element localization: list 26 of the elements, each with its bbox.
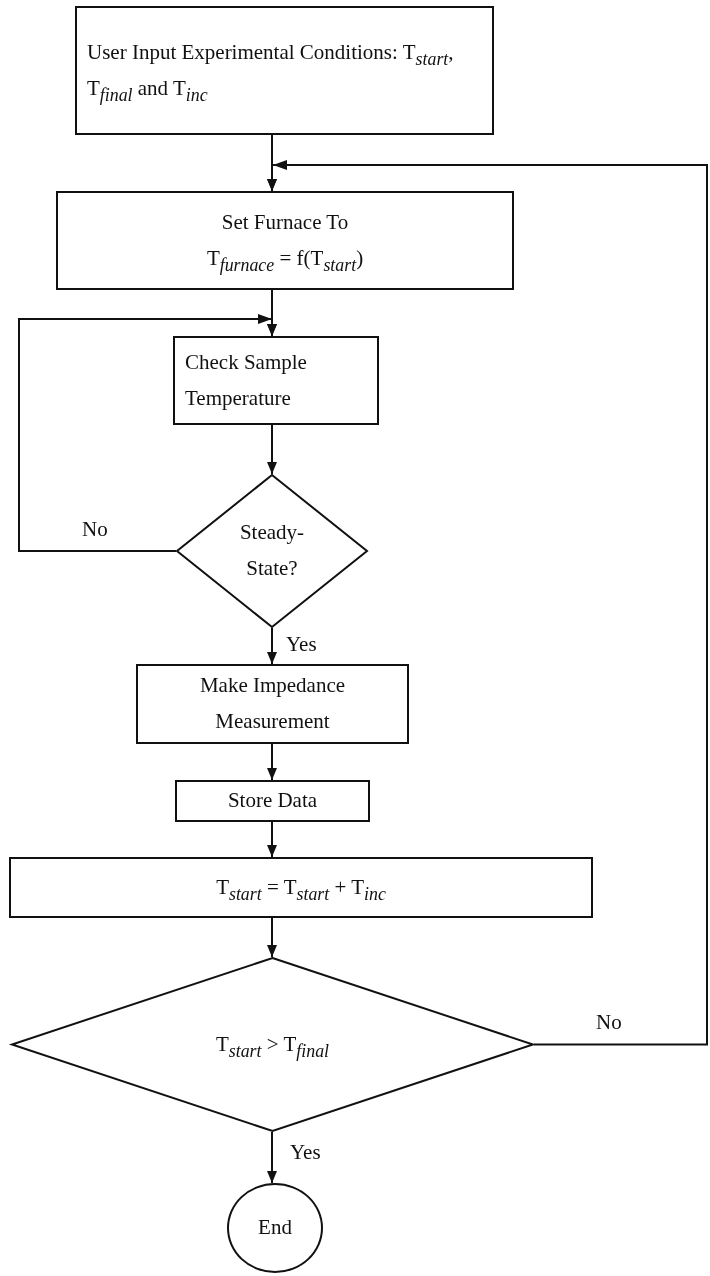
node-text: T$_{start}$ = T$_{start}$ + T$_{inc}$ <box>216 873 386 906</box>
arrow <box>267 424 277 475</box>
process-box <box>75 6 494 135</box>
node-text: Check Sample Temperature <box>185 348 308 412</box>
process-box <box>136 664 409 744</box>
node-text: Steady-State? <box>238 519 306 582</box>
node-text: Store Data <box>227 787 318 815</box>
arrow <box>18 314 277 552</box>
node-text: Set Furnace To <box>221 208 349 236</box>
decision-diamond <box>176 474 368 628</box>
arrow <box>267 821 277 858</box>
arrow <box>267 627 277 665</box>
process-box <box>9 857 593 918</box>
node-text: T$_{furnace}$ = f(T$_{start}$) <box>206 244 364 277</box>
node-text: End <box>258 1214 292 1242</box>
arrow <box>267 160 708 1046</box>
arrow <box>267 917 277 958</box>
node-text: User Input Experimental Conditions: T$_{start}$, T$_{final}$ and T$_{inc}$ <box>87 38 455 107</box>
process-box <box>173 336 379 425</box>
process-box <box>175 780 370 822</box>
arrow <box>267 1131 277 1184</box>
node-text: Make Impedance Measurement <box>198 672 347 735</box>
arrow <box>267 743 277 781</box>
decision-diamond <box>11 957 534 1132</box>
process-box <box>56 191 514 290</box>
node-text: T$_{start}$ > T$_{final}$ <box>215 1030 330 1063</box>
